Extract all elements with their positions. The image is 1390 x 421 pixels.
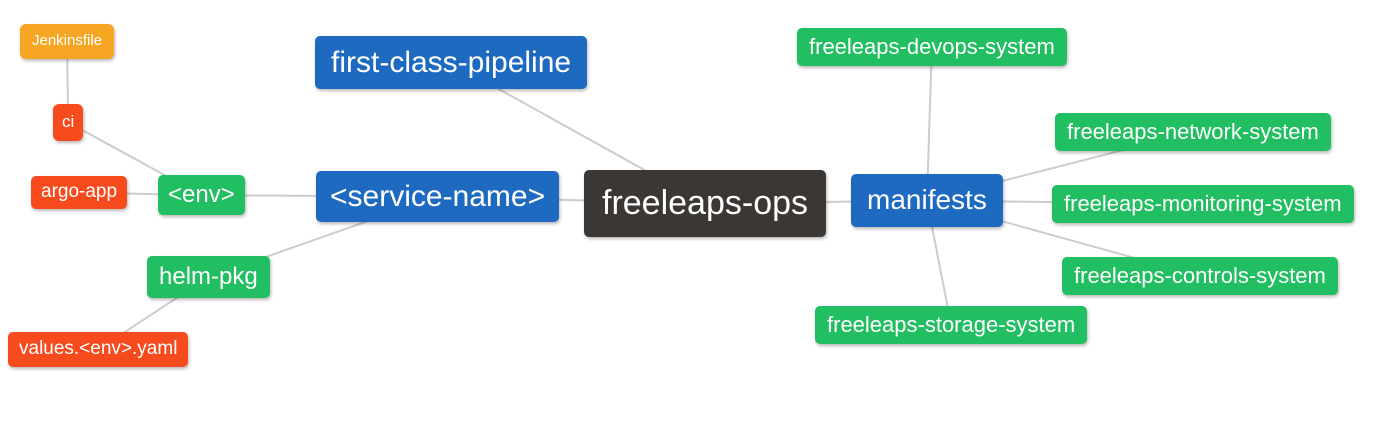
node-jenkinsfile[interactable]: Jenkinsfile [20, 24, 115, 59]
node-freeleaps-storage-system[interactable]: freeleaps-storage-system [815, 306, 1088, 345]
node-env[interactable]: <env> [158, 175, 245, 216]
node-freeleaps-devops-system[interactable]: freeleaps-devops-system [797, 28, 1067, 67]
node-freeleaps-ops-root[interactable]: freeleaps-ops [584, 170, 827, 238]
node-manifests[interactable]: manifests [851, 174, 1003, 227]
node-ci[interactable]: ci [53, 104, 84, 141]
node-freeleaps-network-system[interactable]: freeleaps-network-system [1055, 113, 1331, 152]
node-helm-pkg[interactable]: helm-pkg [147, 256, 270, 299]
node-values-env-yaml[interactable]: values.<env>.yaml [8, 332, 189, 367]
node-first-class-pipeline[interactable]: first-class-pipeline [315, 36, 588, 89]
node-service-name[interactable]: <service-name> [316, 171, 560, 222]
node-freeleaps-monitoring-system[interactable]: freeleaps-monitoring-system [1052, 185, 1354, 224]
node-argo-app[interactable]: argo-app [31, 176, 128, 209]
node-freeleaps-controls-system[interactable]: freeleaps-controls-system [1062, 257, 1338, 296]
